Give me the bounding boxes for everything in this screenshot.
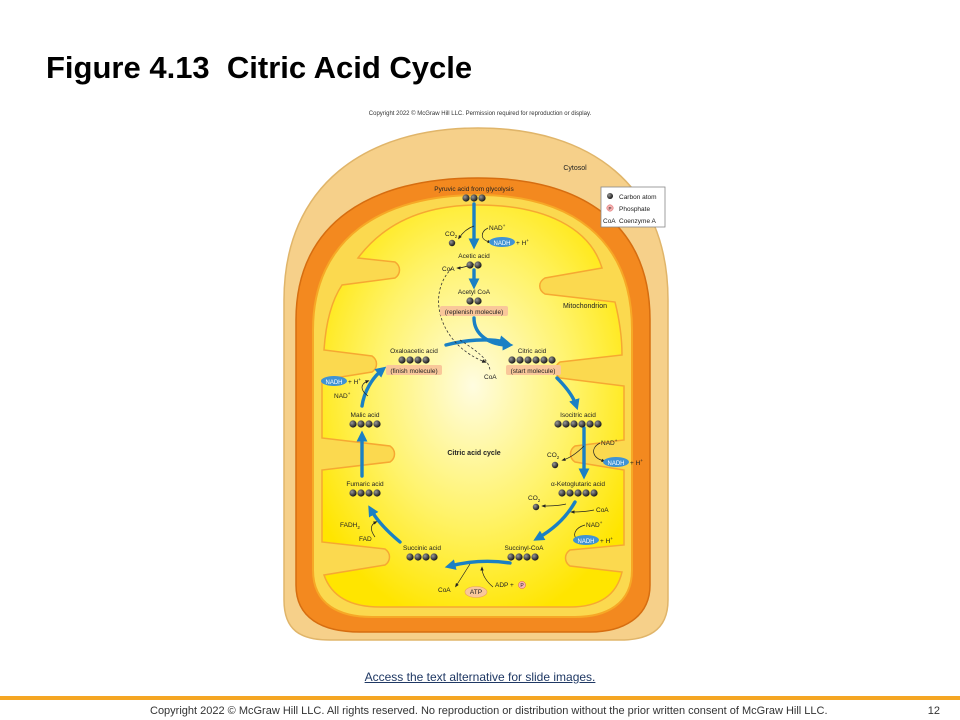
coa-label-3: CoA bbox=[596, 507, 609, 514]
replenish-label: (replenish molecule) bbox=[445, 309, 504, 316]
start-label: (start molecule) bbox=[511, 368, 556, 375]
isocitric-carbons bbox=[554, 420, 602, 428]
nadh-label-4: NADH bbox=[325, 380, 342, 386]
arrow-ketoglutaric-to-succinylcoa bbox=[533, 500, 577, 541]
nadh-badge-4 bbox=[321, 376, 347, 386]
arrow-oxaloacetic-to-citric bbox=[444, 335, 511, 347]
malic-label: Malic acid bbox=[351, 412, 380, 419]
acetylcoa-carbons bbox=[466, 297, 482, 305]
nadh-label-3: NADH bbox=[577, 539, 594, 545]
h-label-4: + H+ bbox=[348, 377, 361, 386]
citric-label: Citric acid bbox=[518, 348, 547, 355]
legend-phosphate-label: Phosphate bbox=[619, 206, 650, 213]
arrow-citric-to-isocitric bbox=[555, 376, 580, 411]
h-label-1: + H+ bbox=[516, 238, 529, 247]
carbon-rows bbox=[349, 194, 602, 561]
acetic-label: Acetic acid bbox=[458, 253, 490, 260]
carbon-atom-icon bbox=[607, 193, 613, 199]
co2-release-arrow-3 bbox=[541, 503, 567, 508]
legend-coa-label: Coenzyme A bbox=[619, 218, 657, 225]
acetic-carbons bbox=[466, 261, 482, 269]
phosphate-icon-adp bbox=[518, 581, 526, 589]
nad-label-2: NAD+ bbox=[601, 438, 618, 447]
fad-label: FAD bbox=[359, 536, 372, 543]
legend-phosphate-glyph: P bbox=[608, 206, 611, 211]
co2-label-3: CO2 bbox=[528, 495, 541, 503]
nad-label-4: NAD+ bbox=[334, 391, 351, 400]
fadh2-label: FADH2 bbox=[340, 522, 360, 530]
text-alternative-link[interactable]: Access the text alternative for slide im… bbox=[364, 670, 596, 684]
isocitric-label: Isocitric acid bbox=[560, 412, 596, 419]
succinylcoa-carbons bbox=[507, 553, 539, 561]
co2-label-2: CO2 bbox=[547, 452, 560, 460]
atp-badge bbox=[464, 586, 488, 598]
pyruvic-carbons bbox=[462, 194, 486, 202]
arrow-succinylcoa-to-succinic bbox=[444, 559, 512, 570]
fumaric-carbons bbox=[349, 489, 381, 497]
phosphate-glyph-adp: P bbox=[520, 583, 524, 589]
nadh-label-2: NADH bbox=[607, 461, 624, 467]
finish-highlight bbox=[386, 365, 442, 375]
footer-bar bbox=[0, 696, 960, 700]
co2-label-1: CO2 bbox=[445, 231, 458, 239]
cycle-center-label: Citric acid cycle bbox=[447, 450, 500, 457]
arrow-succinic-to-fumaric bbox=[368, 505, 402, 544]
fad-reduction-arrow bbox=[371, 521, 378, 538]
mitochondrion-label: Mitochondrion bbox=[563, 303, 607, 310]
page-number: 12 bbox=[927, 705, 940, 717]
nadh-label-1: NADH bbox=[493, 241, 510, 247]
nad-label-3: NAD+ bbox=[586, 520, 603, 529]
coa-release-arrow-2 bbox=[455, 563, 471, 588]
figure-copyright: Copyright 2022 © McGraw Hill LLC. Permis… bbox=[368, 111, 592, 117]
nad-reduction-arrow-4 bbox=[361, 380, 370, 397]
arrow-malic-to-oxaloacetic bbox=[360, 366, 387, 408]
succinic-label: Succinic acid bbox=[403, 545, 441, 552]
adp-label: ADP + bbox=[495, 582, 514, 589]
legend-carbon-label: Carbon atom bbox=[619, 194, 657, 201]
acetylcoa-label: Acetyl CoA bbox=[458, 289, 491, 296]
pyruvic-label: Pyruvic acid from glycolysis bbox=[434, 186, 514, 193]
nad-reduction-arrow-2 bbox=[593, 442, 606, 463]
coa-label-2: CoA bbox=[484, 374, 497, 381]
legend-coa-key: CoA bbox=[603, 218, 616, 225]
released-co2-carbons bbox=[448, 239, 559, 511]
cycle-arrows bbox=[356, 202, 590, 570]
coa-label-4: CoA bbox=[438, 587, 451, 594]
cytosol-label: Cytosol bbox=[563, 165, 587, 172]
start-highlight bbox=[506, 365, 561, 375]
oxaloacetic-label: Oxaloacetic acid bbox=[390, 348, 438, 355]
nadh-badge-1 bbox=[489, 237, 515, 247]
mitochondrial-matrix bbox=[321, 204, 625, 608]
citric-carbons bbox=[508, 356, 556, 364]
replenish-highlight bbox=[440, 306, 508, 316]
finish-label: (finish molecule) bbox=[390, 368, 437, 375]
nad-reduction-arrow-1 bbox=[481, 227, 492, 244]
coa-release-arrow bbox=[459, 339, 491, 371]
fumaric-label: Fumaric acid bbox=[346, 481, 384, 488]
ketoglutaric-carbons bbox=[558, 489, 598, 497]
malic-carbons bbox=[349, 420, 381, 428]
oxaloacetic-carbons bbox=[398, 356, 430, 364]
co2-release-arrow-2 bbox=[561, 445, 585, 461]
coa-recycle-arrow bbox=[438, 267, 487, 363]
co2-release-arrow-1 bbox=[458, 225, 475, 240]
nad-label-1: NAD+ bbox=[489, 223, 506, 232]
atp-label: ATP bbox=[470, 589, 482, 596]
legend: Carbon atom P Phosphate CoA Coenzyme A bbox=[600, 186, 666, 228]
adp-uptake-arrow bbox=[480, 566, 494, 588]
footer-copyright: Copyright 2022 © McGraw Hill LLC. All ri… bbox=[150, 705, 828, 717]
slide-title: Figure 4.13 Citric Acid Cycle bbox=[46, 50, 473, 85]
h-label-2: + H+ bbox=[630, 458, 643, 467]
h-label-3: + H+ bbox=[600, 536, 613, 545]
coa-uptake-arrow bbox=[570, 509, 595, 514]
nadh-badge-3 bbox=[573, 535, 599, 545]
coa-label-1: CoA bbox=[442, 266, 455, 273]
succinic-carbons bbox=[406, 553, 438, 561]
nadh-badge-2 bbox=[603, 457, 629, 467]
ketoglutaric-label: α-Ketoglutaric acid bbox=[551, 481, 605, 488]
phosphate-icon bbox=[606, 204, 614, 212]
succinylcoa-label: Succinyl-CoA bbox=[504, 545, 544, 552]
